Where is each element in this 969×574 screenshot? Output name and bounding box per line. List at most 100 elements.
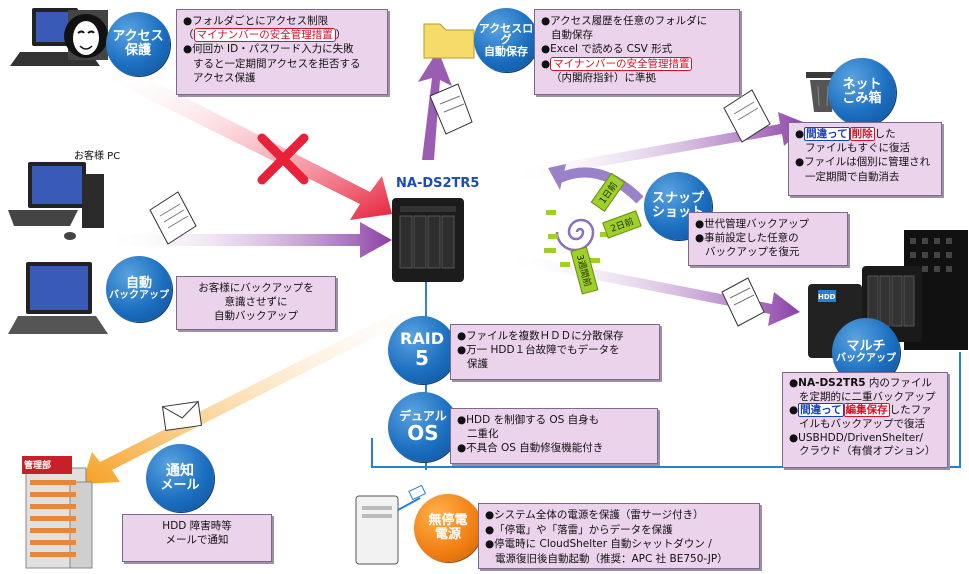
raid-line-3: 保護	[467, 358, 488, 371]
multi-backup-box: ●NA-DS2TR5 内のファイル を定期的に二重バックアップ ●間違って編集保…	[782, 372, 948, 468]
access-log-line-3: ●Excel で読める CSV 形式	[541, 43, 673, 56]
notify-mail-box: HDD 障害時等 メールで通知	[122, 514, 272, 562]
auto-backup-line-2: 意識させずに	[224, 296, 288, 309]
dual-os-line-3: ●不具合 OS 自動修復機能付き	[457, 442, 604, 455]
multi-backup-line-3: ●間違って編集保存したファ	[789, 403, 941, 418]
raid-box: ●ファイルを複数ＨＤＤに分散保存 ●万一 HDD１台故障でもデータを 保護	[450, 324, 660, 380]
multi-backup-line-6: クラウド（有償オプション）	[799, 445, 936, 458]
raid-line-2: ●万一 HDD１台故障でもデータを	[457, 344, 620, 357]
trash-arrow	[510, 112, 808, 182]
notify-arrow	[82, 290, 448, 484]
multi-backup-line-1-pre: ●	[789, 377, 799, 389]
notify-mail-title-2: メール	[160, 477, 200, 493]
auto-backup-box: お客様にバックアップを 意識させずに 自動バックアップ	[176, 276, 336, 330]
access-log-line-5: （内閣府指針）に準拠	[551, 71, 656, 84]
dual-os-title-2: OS	[407, 420, 439, 445]
net-trash-line-2: ファイルもすぐに復活	[805, 142, 910, 155]
customer-pc-label: お客様 PC	[74, 151, 121, 162]
ups-line-1: ●システム全体の電源を保護（雷サージ付き）	[485, 509, 704, 521]
net-trash-line-1: ●間違って削除した	[795, 127, 935, 141]
net-trash-emphasis-1: 間違って	[804, 127, 850, 141]
attack-arrow	[110, 64, 392, 220]
multi-backup-line-3-pre: ●	[789, 404, 799, 417]
access-log-title-1: アクセスログ	[478, 21, 534, 47]
ups-connector-line	[371, 352, 961, 468]
access-protection-title-2: 保護	[124, 43, 151, 58]
auto-backup-line-3: 自動バックアップ	[214, 310, 298, 323]
raid-title-2: 5	[415, 345, 429, 370]
multi-backup-line-4: イルもバックアップで復活	[799, 417, 925, 430]
document-icon-3	[723, 89, 771, 143]
access-log-line-4: ●マイナンバーの安全管理措置	[541, 56, 733, 71]
net-trash-line-4: 一定期間で自動消去	[805, 170, 900, 183]
nas-device-icon	[392, 198, 464, 282]
net-trash-emphasis-2: 削除	[849, 127, 875, 141]
dual-os-title-1: デュアル	[399, 409, 447, 424]
access-protection-line-3: ●何回か ID・パスワード入力に失敗	[183, 43, 354, 56]
notify-mail-title-1: 通知	[166, 462, 194, 479]
access-log-line-2: 自動保存	[551, 29, 593, 42]
access-protection-line-1: ●フォルダごとにアクセス制限	[183, 15, 329, 27]
ups-line-2: ●「停電」や「落雷」からデータを保護	[485, 523, 673, 536]
auto-backup-circle: 自動 バックアップ	[106, 256, 172, 322]
snapshot-spiral	[555, 218, 595, 252]
ups-circle: 無停電 電源	[414, 494, 482, 562]
document-icon-1	[149, 191, 197, 245]
net-trash-circle: ネット ごみ箱	[828, 58, 896, 126]
net-trash-title-2: ごみ箱	[842, 91, 882, 106]
raid-circle: RAID 5	[388, 316, 456, 384]
snapshot-box: ●世代管理バックアップ ●事前設定した任意の バックアップを復元	[688, 212, 848, 266]
hdd-label: HDD	[818, 293, 836, 301]
access-protection-emphasis: マイナンバーの安全管理措置	[193, 28, 336, 43]
ups-tower-icon	[355, 495, 399, 565]
dual-os-circle: デュアル OS	[388, 392, 458, 462]
laptop-icon	[8, 262, 108, 334]
dual-os-line-1: ●HDD を制御する OS 自身も	[457, 414, 600, 426]
envelope-icon	[161, 401, 203, 431]
dual-os-box: ●HDD を制御する OS 自身も 二重化 ●不具合 OS 自動修復機能付き	[450, 408, 658, 464]
raid-title-1: RAID	[400, 329, 444, 349]
multi-backup-emphasis-2: 編集保存	[843, 403, 890, 418]
access-log-line-4-pre: ●	[541, 57, 551, 70]
access-log-emphasis: マイナンバーの安全管理措置	[550, 56, 693, 71]
access-protection-line-4: すると一定期間アクセスを拒否する	[193, 57, 361, 70]
ups-title-1: 無停電	[428, 513, 468, 529]
multi-backup-line-1: ●NA-DS2TR5 内のファイル	[789, 377, 941, 391]
access-protection-circle: アクセス 保護	[106, 12, 170, 76]
net-trash-title-1: ネット	[842, 77, 882, 93]
multi-backup-title-2: バックアップ	[836, 352, 896, 364]
snapshot-line-2: ●事前設定した任意の	[695, 232, 799, 245]
attacker-pc-icon	[10, 8, 108, 66]
ups-line-3: ●停電時に CloudShelter 自動シャットダウン /	[485, 538, 712, 551]
multi-backup-line-1-post: 内のファイル	[865, 377, 932, 389]
building-sign: 管理部	[24, 461, 52, 471]
net-trash-line-3: ●ファイルは個別に管理され	[795, 156, 931, 169]
access-log-line-1: ●アクセス履歴を任意のフォルダに	[541, 15, 708, 27]
management-building-icon	[22, 456, 93, 569]
access-protection-line-2: （マイナンバーの安全管理措置）	[183, 28, 381, 43]
block-x-icon	[257, 133, 309, 185]
multi-backup-line-2: を定期的に二重バックアップ	[799, 390, 936, 403]
multi-backup-title-1: マルチ	[846, 338, 886, 354]
snapshot-line-3: バックアップを復元	[705, 246, 800, 259]
access-log-title-2: 自動保存	[484, 44, 528, 58]
access-protection-line-5: アクセス保護	[193, 71, 256, 84]
snapshot-line-1: ●世代管理バックアップ	[695, 218, 810, 230]
ups-box: ●システム全体の電源を保護（雷サージ付き） ●「停電」や「落雷」からデータを保護…	[478, 503, 760, 569]
notify-mail-line-1: HDD 障害時等	[162, 520, 232, 532]
multi-backup-line-5: ●USBHDD/DrivenShelter/	[789, 431, 924, 444]
access-protection-line-2-post: ）	[335, 29, 347, 42]
device-name: NA-DS2TR5	[396, 176, 480, 191]
ups-line-4: 電源復旧後自動起動（推奨：APC 社 BE750-JP）	[495, 553, 728, 566]
notify-mail-circle: 通知 メール	[146, 444, 214, 512]
multi-backup-emphasis-1: 間違って	[798, 403, 844, 418]
document-icon-2	[429, 83, 473, 135]
access-log-circle: アクセスログ 自動保存	[474, 8, 538, 72]
auto-backup-title-2: バックアップ	[109, 289, 169, 301]
document-icon-4	[721, 277, 765, 327]
ups-title-2: 電源	[434, 527, 461, 542]
raid-line-1: ●ファイルを複数ＨＤＤに分散保存	[457, 330, 624, 342]
multi-backup-line-3-post: したファ	[889, 404, 932, 417]
